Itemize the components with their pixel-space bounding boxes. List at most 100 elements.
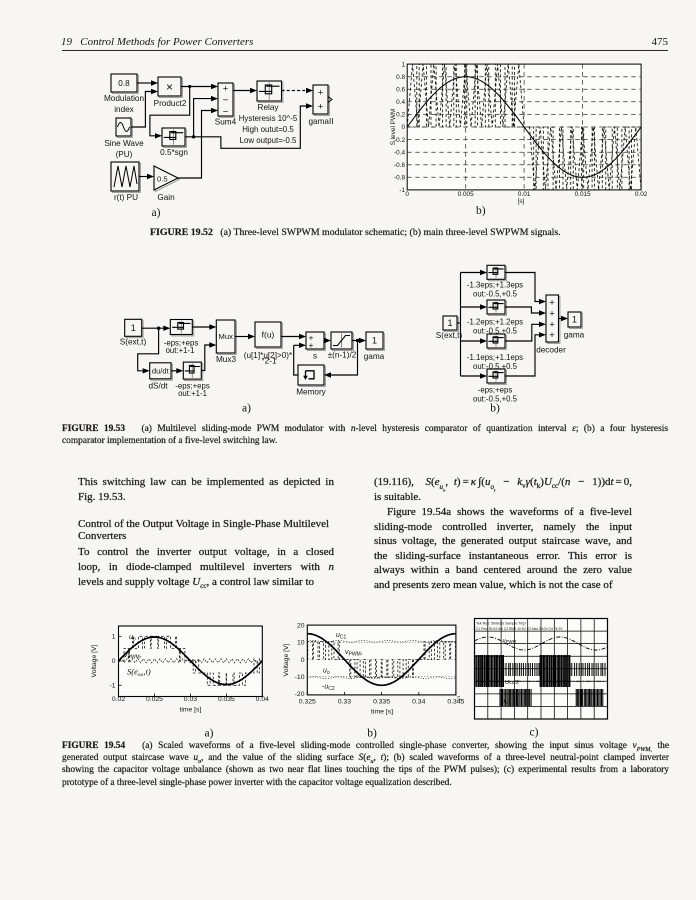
svg-text:0.345: 0.345	[447, 699, 464, 706]
svg-text:−: −	[223, 107, 229, 118]
svg-text:0.5: 0.5	[157, 175, 168, 184]
svg-text:Product2: Product2	[154, 99, 187, 108]
svg-text:Sum4: Sum4	[215, 118, 237, 127]
svg-text:-0.6: -0.6	[394, 162, 405, 169]
svg-text:0.34: 0.34	[412, 699, 425, 706]
svg-text:+: +	[318, 102, 324, 113]
svg-text:uo: uo	[323, 668, 330, 677]
svg-text:+: +	[309, 340, 314, 350]
svg-text:S level PWM: S level PWM	[390, 109, 397, 146]
svg-text:out:-0.5,+0.5: out:-0.5,+0.5	[473, 290, 518, 299]
svg-text:+: +	[549, 330, 555, 341]
svg-text:10: 10	[297, 640, 305, 647]
svg-text:gama: gama	[564, 331, 585, 340]
svg-text:1: 1	[112, 634, 116, 641]
svg-text:*2-1: *2-1	[261, 357, 276, 366]
svg-text:uC1: uC1	[336, 632, 347, 641]
svg-text:b): b)	[367, 728, 377, 740]
svg-text:out:+1-1: out:+1-1	[166, 346, 195, 355]
svg-text:High outut=0.5: High outut=0.5	[242, 125, 294, 134]
svg-text:-1.2eps;+1.2eps: -1.2eps;+1.2eps	[467, 318, 523, 327]
svg-text:0.5*sgn: 0.5*sgn	[160, 148, 188, 157]
svg-text:c): c)	[530, 727, 539, 739]
svg-text:+: +	[549, 309, 555, 320]
svg-text:1: 1	[372, 336, 377, 346]
svg-text:vPWM,: vPWM,	[124, 652, 142, 661]
svg-text:0.04: 0.04	[256, 696, 269, 703]
svg-text:0.025: 0.025	[146, 696, 163, 703]
svg-text:0.8: 0.8	[118, 79, 130, 88]
svg-text:±(n-1)/2: ±(n-1)/2	[328, 351, 357, 360]
svg-text:20: 20	[297, 622, 305, 629]
svg-text:du/dt: du/dt	[152, 367, 170, 376]
svg-text:0.4: 0.4	[396, 99, 405, 106]
svg-text:-0.2: -0.2	[394, 137, 405, 144]
svg-text:0.335: 0.335	[373, 699, 390, 706]
svg-text:f(u): f(u)	[262, 330, 275, 340]
svg-text:Hysteresis 10^-5: Hysteresis 10^-5	[239, 114, 298, 123]
svg-text:s: s	[313, 352, 317, 361]
svg-text:dS/dt: dS/dt	[148, 382, 168, 391]
svg-text:0: 0	[401, 124, 405, 131]
svg-text:Mux: Mux	[219, 332, 234, 341]
svg-text:vPWM,: vPWM,	[345, 649, 363, 658]
svg-text:b): b)	[490, 403, 500, 415]
svg-text:Mux3: Mux3	[216, 355, 236, 364]
svg-text:1: 1	[131, 323, 136, 333]
svg-text:0.6: 0.6	[396, 86, 405, 93]
svg-text:out:-0.5,+0.5: out:-0.5,+0.5	[473, 327, 518, 336]
svg-text:Low output=-0.5: Low output=-0.5	[240, 136, 297, 145]
svg-text:+: +	[549, 298, 555, 309]
svg-text:Sine Wave: Sine Wave	[104, 139, 144, 148]
svg-text:uo: uo	[129, 634, 136, 643]
svg-text:+: +	[318, 88, 324, 99]
svg-text:0.2: 0.2	[396, 112, 405, 119]
svg-text:-1: -1	[399, 187, 405, 194]
svg-text:0.005: 0.005	[458, 191, 474, 198]
svg-text:time [s]: time [s]	[371, 709, 393, 716]
svg-text:+: +	[309, 333, 314, 343]
svg-text:-eps;+eps: -eps;+eps	[164, 339, 199, 348]
svg-text:1: 1	[401, 61, 405, 68]
svg-text:Memory: Memory	[296, 388, 326, 397]
svg-text:0: 0	[112, 658, 116, 665]
svg-text:out:+1-1: out:+1-1	[178, 389, 207, 398]
svg-text:S(euo,t): S(euo,t)	[127, 667, 151, 679]
svg-text:5: 5	[457, 694, 461, 703]
svg-text:-1.3eps;+1.3eps: -1.3eps;+1.3eps	[467, 281, 523, 290]
svg-text:0.035: 0.035	[218, 696, 235, 703]
svg-text:1: 1	[447, 318, 452, 328]
svg-text:gama: gama	[364, 352, 385, 361]
svg-text:-uC2: -uC2	[322, 684, 335, 693]
svg-text:-20: -20	[295, 691, 305, 698]
svg-text:[s]: [s]	[518, 198, 525, 205]
svg-text:-eps;+eps: -eps;+eps	[175, 382, 210, 391]
svg-text:0.33: 0.33	[338, 699, 351, 706]
svg-text:0.02: 0.02	[635, 191, 648, 198]
svg-text:decoder: decoder	[536, 346, 566, 355]
svg-text:0: 0	[405, 191, 409, 198]
svg-text:-0.4: -0.4	[394, 149, 405, 156]
svg-text:S(ext,t): S(ext,t)	[120, 338, 147, 347]
svg-text:-eps;+eps: -eps;+eps	[478, 386, 513, 395]
svg-text:-0.8: -0.8	[394, 175, 405, 182]
svg-text:Voltage [V]: Voltage [V]	[91, 644, 98, 677]
svg-text:0.01: 0.01	[518, 191, 531, 198]
svg-text:+: +	[549, 320, 555, 331]
svg-text:out:-0.5,+0.5: out:-0.5,+0.5	[473, 362, 518, 371]
svg-text:time [s]: time [s]	[179, 707, 201, 714]
svg-text:S(ext,t): S(ext,t)	[436, 331, 463, 340]
svg-text:(u[1]*u[2]>0)*: (u[1]*u[2]>0)*	[244, 351, 293, 360]
svg-text:0.325: 0.325	[299, 699, 316, 706]
svg-text:0.03: 0.03	[184, 696, 197, 703]
svg-text:index: index	[114, 105, 134, 114]
svg-text:Gain: Gain	[157, 193, 175, 202]
svg-text:(PU): (PU)	[116, 150, 133, 159]
svg-text:a): a)	[205, 728, 214, 740]
svg-text:−: −	[223, 95, 229, 106]
svg-text:Voltage [V]: Voltage [V]	[283, 643, 290, 676]
svg-text:uo: uo	[502, 699, 508, 705]
svg-text:0.8: 0.8	[396, 74, 405, 81]
svg-text:Relay: Relay	[258, 103, 280, 112]
svg-text:r(t) PU: r(t) PU	[114, 193, 138, 202]
